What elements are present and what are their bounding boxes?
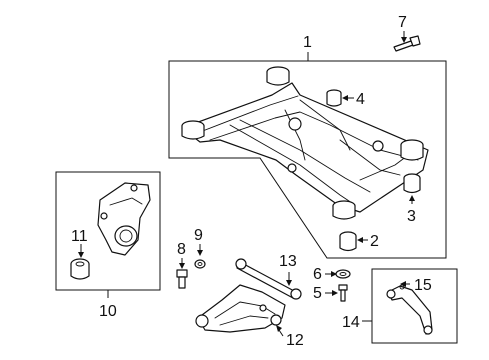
callout-13: 13 — [279, 253, 297, 270]
upper-arm-icon — [386, 285, 433, 335]
lateral-link-icon — [235, 258, 302, 300]
bolt-icon — [393, 35, 421, 52]
nut-icon — [194, 259, 206, 269]
front-bushing-icon — [326, 89, 342, 107]
callout-1: 1 — [303, 34, 312, 51]
callout-3: 3 — [407, 208, 416, 225]
callout-8: 8 — [177, 241, 186, 258]
callout-6: 6 — [313, 266, 322, 283]
callout-9: 9 — [194, 227, 203, 244]
callout-7: 7 — [398, 14, 407, 31]
callout-11: 11 — [71, 228, 88, 245]
callout-10: 10 — [99, 303, 117, 320]
callout-14: 14 — [342, 314, 360, 331]
rear-bushing-icon — [403, 173, 421, 194]
washer-icon — [335, 269, 351, 279]
upper-arm-box — [371, 268, 458, 344]
callout-5: 5 — [313, 285, 322, 302]
crossmember-box — [168, 60, 447, 259]
knuckle-bushing-icon — [70, 258, 90, 280]
knuckle-icon — [97, 182, 151, 256]
callout-15: 15 — [414, 277, 432, 294]
crossmember-group: 1 — [168, 34, 447, 259]
lower-control-arm-icon — [195, 284, 286, 333]
callout-4: 4 — [356, 91, 365, 108]
lower-bushing-icon — [339, 231, 357, 252]
callout-12: 12 — [286, 332, 304, 349]
bolt-icon — [338, 284, 348, 302]
bolt-icon — [176, 269, 188, 289]
upper-arm-group: 15 14 — [342, 268, 458, 344]
crossmember-icon — [181, 66, 429, 220]
callout-2: 2 — [370, 233, 379, 250]
knuckle-group: 11 10 — [55, 171, 161, 320]
